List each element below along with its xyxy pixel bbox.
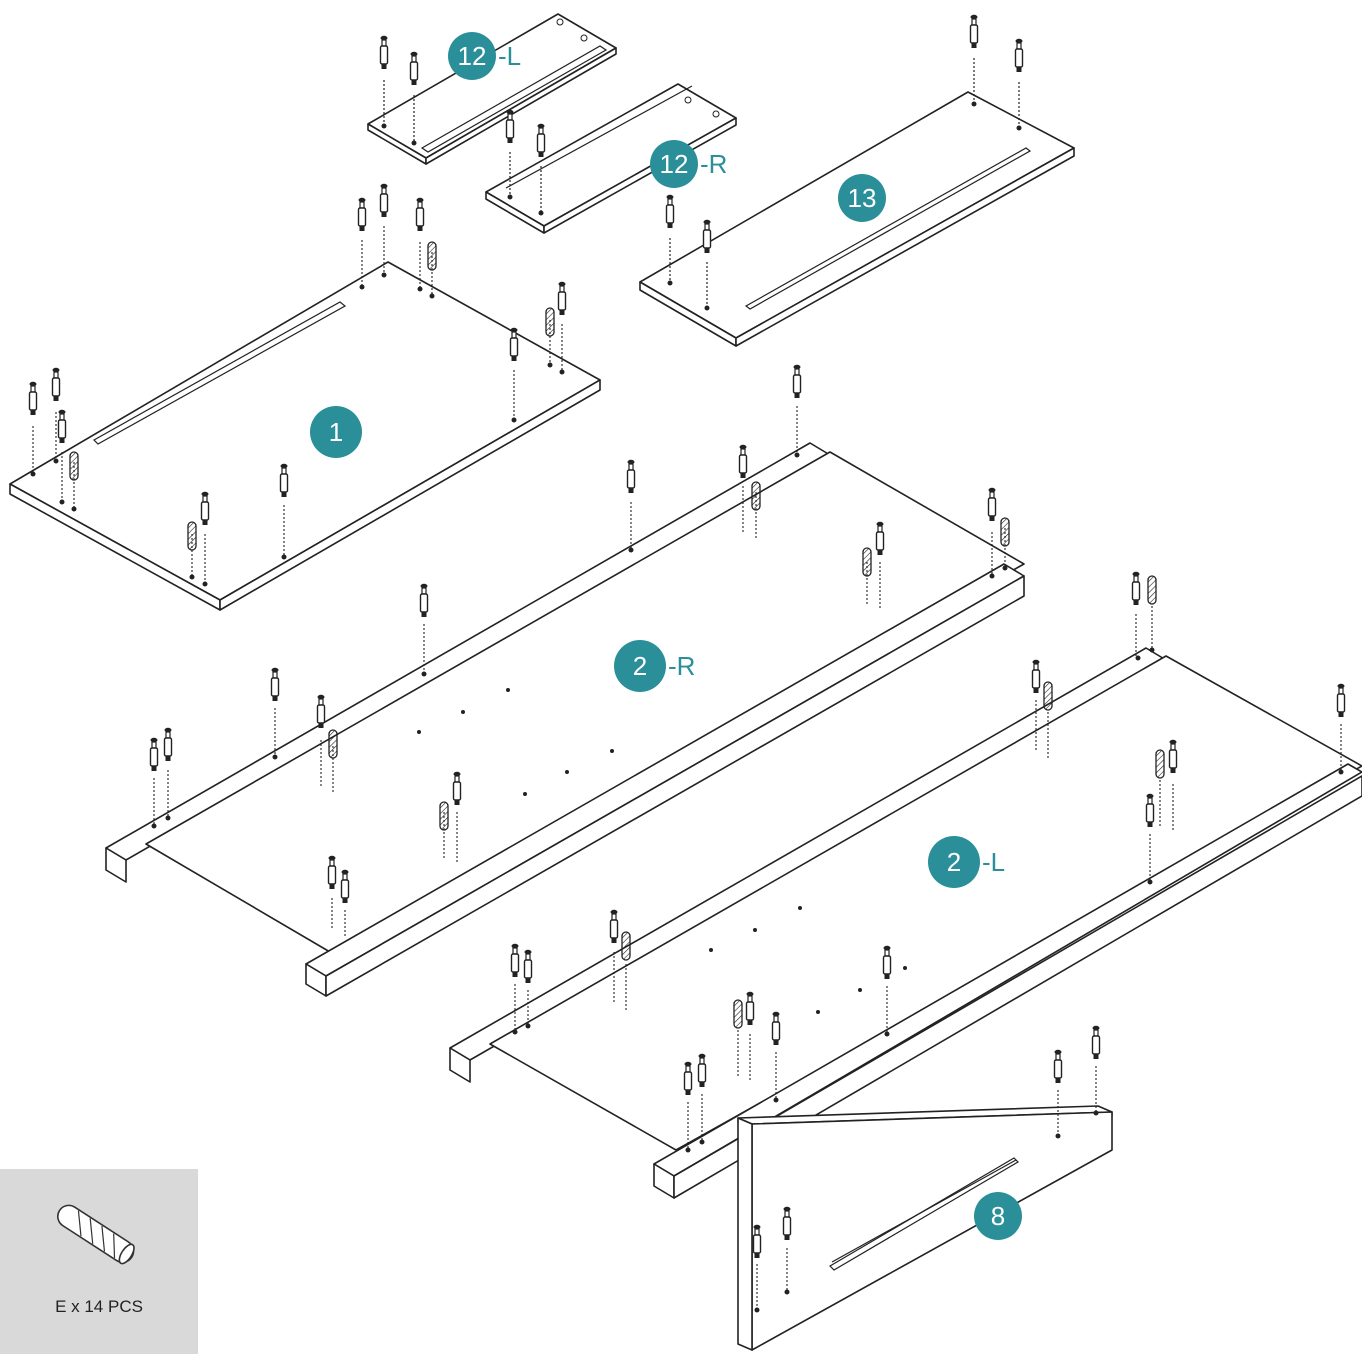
- hardware-legend: E x 14 PCS: [0, 1169, 198, 1354]
- rail-8-final-shape: [737, 1105, 1113, 1351]
- part-label-8: 8: [974, 1192, 1022, 1240]
- part-suffix: -R: [668, 651, 695, 681]
- part-number: 12: [660, 149, 689, 179]
- part-label-2-l: 2 -L: [928, 836, 1005, 888]
- part-label-2-r: 2 -R: [614, 640, 695, 692]
- wood-dowel-icon: [57, 1204, 135, 1265]
- part-number: 1: [329, 417, 343, 447]
- rail-8-hardware: [752, 1025, 1101, 1313]
- part-number: 2: [633, 651, 647, 681]
- part-label-1: 1: [310, 406, 362, 458]
- legend-quantity-label: E x 14 PCS: [55, 1297, 143, 1316]
- panel-1: [9, 183, 601, 611]
- part-number: 12: [458, 41, 487, 71]
- part-suffix: -R: [700, 149, 727, 179]
- part-label-13: 13: [838, 174, 886, 222]
- part-suffix: -L: [982, 847, 1005, 877]
- part-suffix: -L: [498, 41, 521, 71]
- part-number: 13: [848, 183, 877, 213]
- part-number: 8: [991, 1201, 1005, 1231]
- part-number: 2: [947, 847, 961, 877]
- part-label-12-r: 12 -R: [650, 140, 727, 188]
- panel-2-l: [449, 571, 1362, 1199]
- panel-2-r: [105, 364, 1025, 997]
- part-label-12-l: 12 -L: [448, 32, 521, 80]
- panel-12-l: [367, 13, 617, 165]
